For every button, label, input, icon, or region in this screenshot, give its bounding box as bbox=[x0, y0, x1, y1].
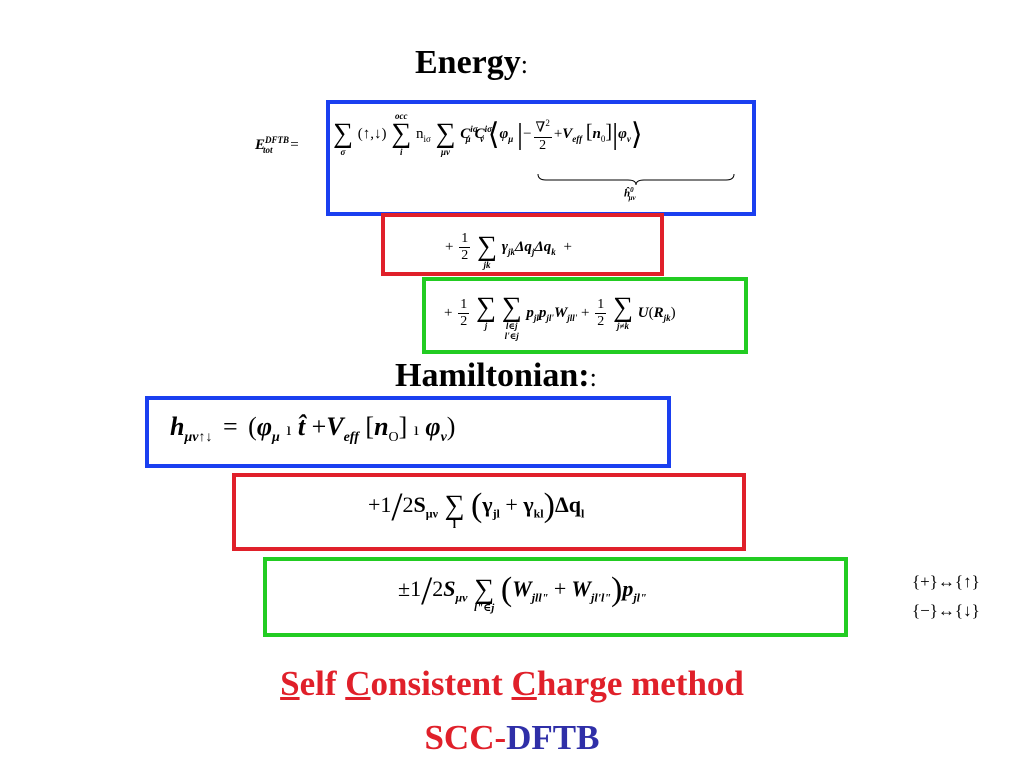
energy-heading: Energy: bbox=[415, 44, 528, 82]
method-acronym: SCC-DFTB bbox=[424, 718, 600, 757]
underbrace bbox=[537, 173, 735, 186]
hamiltonian-heading-word: Hamiltonian: bbox=[395, 357, 590, 394]
hamiltonian-equation-spin-term: ±1/2Sμν ∑l"∈j (Wjll" + Wjl'l")pjl" bbox=[398, 568, 647, 615]
method-title: Self Consistent Charge method bbox=[280, 664, 744, 703]
energy-heading-word: Energy bbox=[415, 44, 521, 81]
hamiltonian-term-blue-box bbox=[145, 396, 671, 468]
legend-row-up: {+}↔{↑} bbox=[912, 572, 980, 591]
energy-lhs: EDFTBtot = bbox=[255, 135, 299, 155]
spin-mapping-legend: {+}↔{↑} {−}↔{↓} bbox=[912, 567, 980, 625]
energy-term-green-box bbox=[422, 277, 748, 354]
hamiltonian-equation-charge-term: +1/2Sμν ∑l (γjl + γkl)Δql bbox=[368, 484, 585, 532]
hamiltonian-heading-colon: : bbox=[589, 363, 597, 392]
underbrace-label: ĥ0μν bbox=[624, 186, 636, 202]
hamiltonian-term-green-box bbox=[263, 557, 848, 637]
energy-term-red-box bbox=[381, 213, 664, 276]
legend-row-down: {−}↔{↓} bbox=[912, 601, 980, 620]
hamiltonian-term-red-box bbox=[232, 473, 746, 551]
energy-heading-colon: : bbox=[520, 50, 529, 79]
hamiltonian-heading: Hamiltonian:: bbox=[395, 357, 597, 395]
hamiltonian-equation-band-term: hμν↑↓ = (φμ ı t̂ +Veff [nO] ı φν) bbox=[170, 412, 456, 446]
